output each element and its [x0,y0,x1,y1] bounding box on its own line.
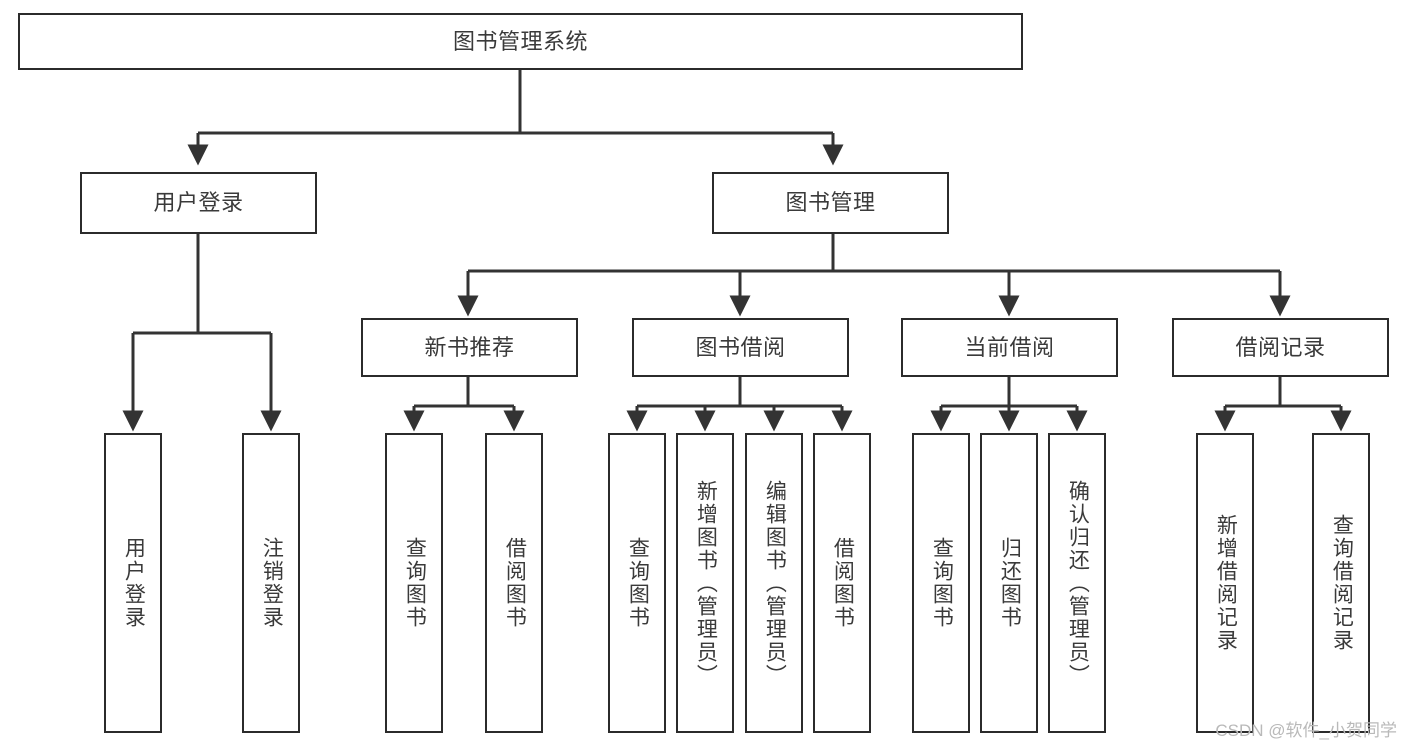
node-label: 查询图书 [403,537,427,629]
node-label: 图书管理 [785,190,876,215]
node-leaf-add-book[interactable]: 新增图书（管理员） [676,433,734,733]
edge-currentborrow-to-leaves [930,377,1088,432]
node-user-login[interactable]: 用户登录 [80,172,317,234]
node-book-management-system[interactable]: 图书管理系统 [18,13,1023,70]
edge-root-to-level2 [187,70,844,166]
node-label: 新增借阅记录 [1214,514,1238,652]
node-book-borrow[interactable]: 图书借阅 [632,318,849,377]
edge-bookborrow-to-leaves [626,377,853,432]
node-label: 用户登录 [153,190,244,215]
node-leaf-confirm-return[interactable]: 确认归还（管理员） [1048,433,1106,733]
node-leaf-borrow-book-1[interactable]: 借阅图书 [485,433,543,733]
node-label: 借阅图书 [831,537,855,629]
node-label: 用户登录 [122,537,146,629]
edge-newbook-to-leaves [403,377,525,432]
node-label: 查询图书 [930,537,954,629]
node-leaf-borrow-book-2[interactable]: 借阅图书 [813,433,871,733]
node-label: 借阅记录 [1235,334,1326,360]
node-book-management[interactable]: 图书管理 [712,172,949,234]
csdn-watermark: CSDN @软件_小贺同学 [1215,721,1397,740]
node-label: 编辑图书（管理员） [763,479,787,687]
node-leaf-query-book-1[interactable]: 查询图书 [385,433,443,733]
node-label: 当前借阅 [964,334,1055,360]
edge-borrowrecord-to-leaves [1214,377,1352,432]
node-leaf-user-login[interactable]: 用户登录 [104,433,162,733]
node-label: 新增图书（管理员） [694,479,718,687]
node-leaf-query-book-3[interactable]: 查询图书 [912,433,970,733]
node-label: 归还图书 [998,537,1022,629]
node-current-borrow[interactable]: 当前借阅 [901,318,1118,377]
edge-userlogin-to-leaves [122,234,282,432]
node-new-book-recommend[interactable]: 新书推荐 [361,318,578,377]
node-leaf-return-book[interactable]: 归还图书 [980,433,1038,733]
node-label: 查询借阅记录 [1330,514,1354,652]
edge-bookmanage-to-level3 [457,234,1291,317]
node-leaf-user-logout[interactable]: 注销登录 [242,433,300,733]
node-leaf-edit-book[interactable]: 编辑图书（管理员） [745,433,803,733]
node-label: 确认归还（管理员） [1066,479,1090,687]
node-label: 新书推荐 [424,334,515,360]
node-borrow-record[interactable]: 借阅记录 [1172,318,1389,377]
node-label: 图书管理系统 [452,28,588,54]
node-label: 查询图书 [626,537,650,629]
node-leaf-query-book-2[interactable]: 查询图书 [608,433,666,733]
node-leaf-query-record[interactable]: 查询借阅记录 [1312,433,1370,733]
node-leaf-add-record[interactable]: 新增借阅记录 [1196,433,1254,733]
node-label: 注销登录 [260,537,284,629]
node-label: 借阅图书 [503,537,527,629]
node-label: 图书借阅 [695,334,786,360]
